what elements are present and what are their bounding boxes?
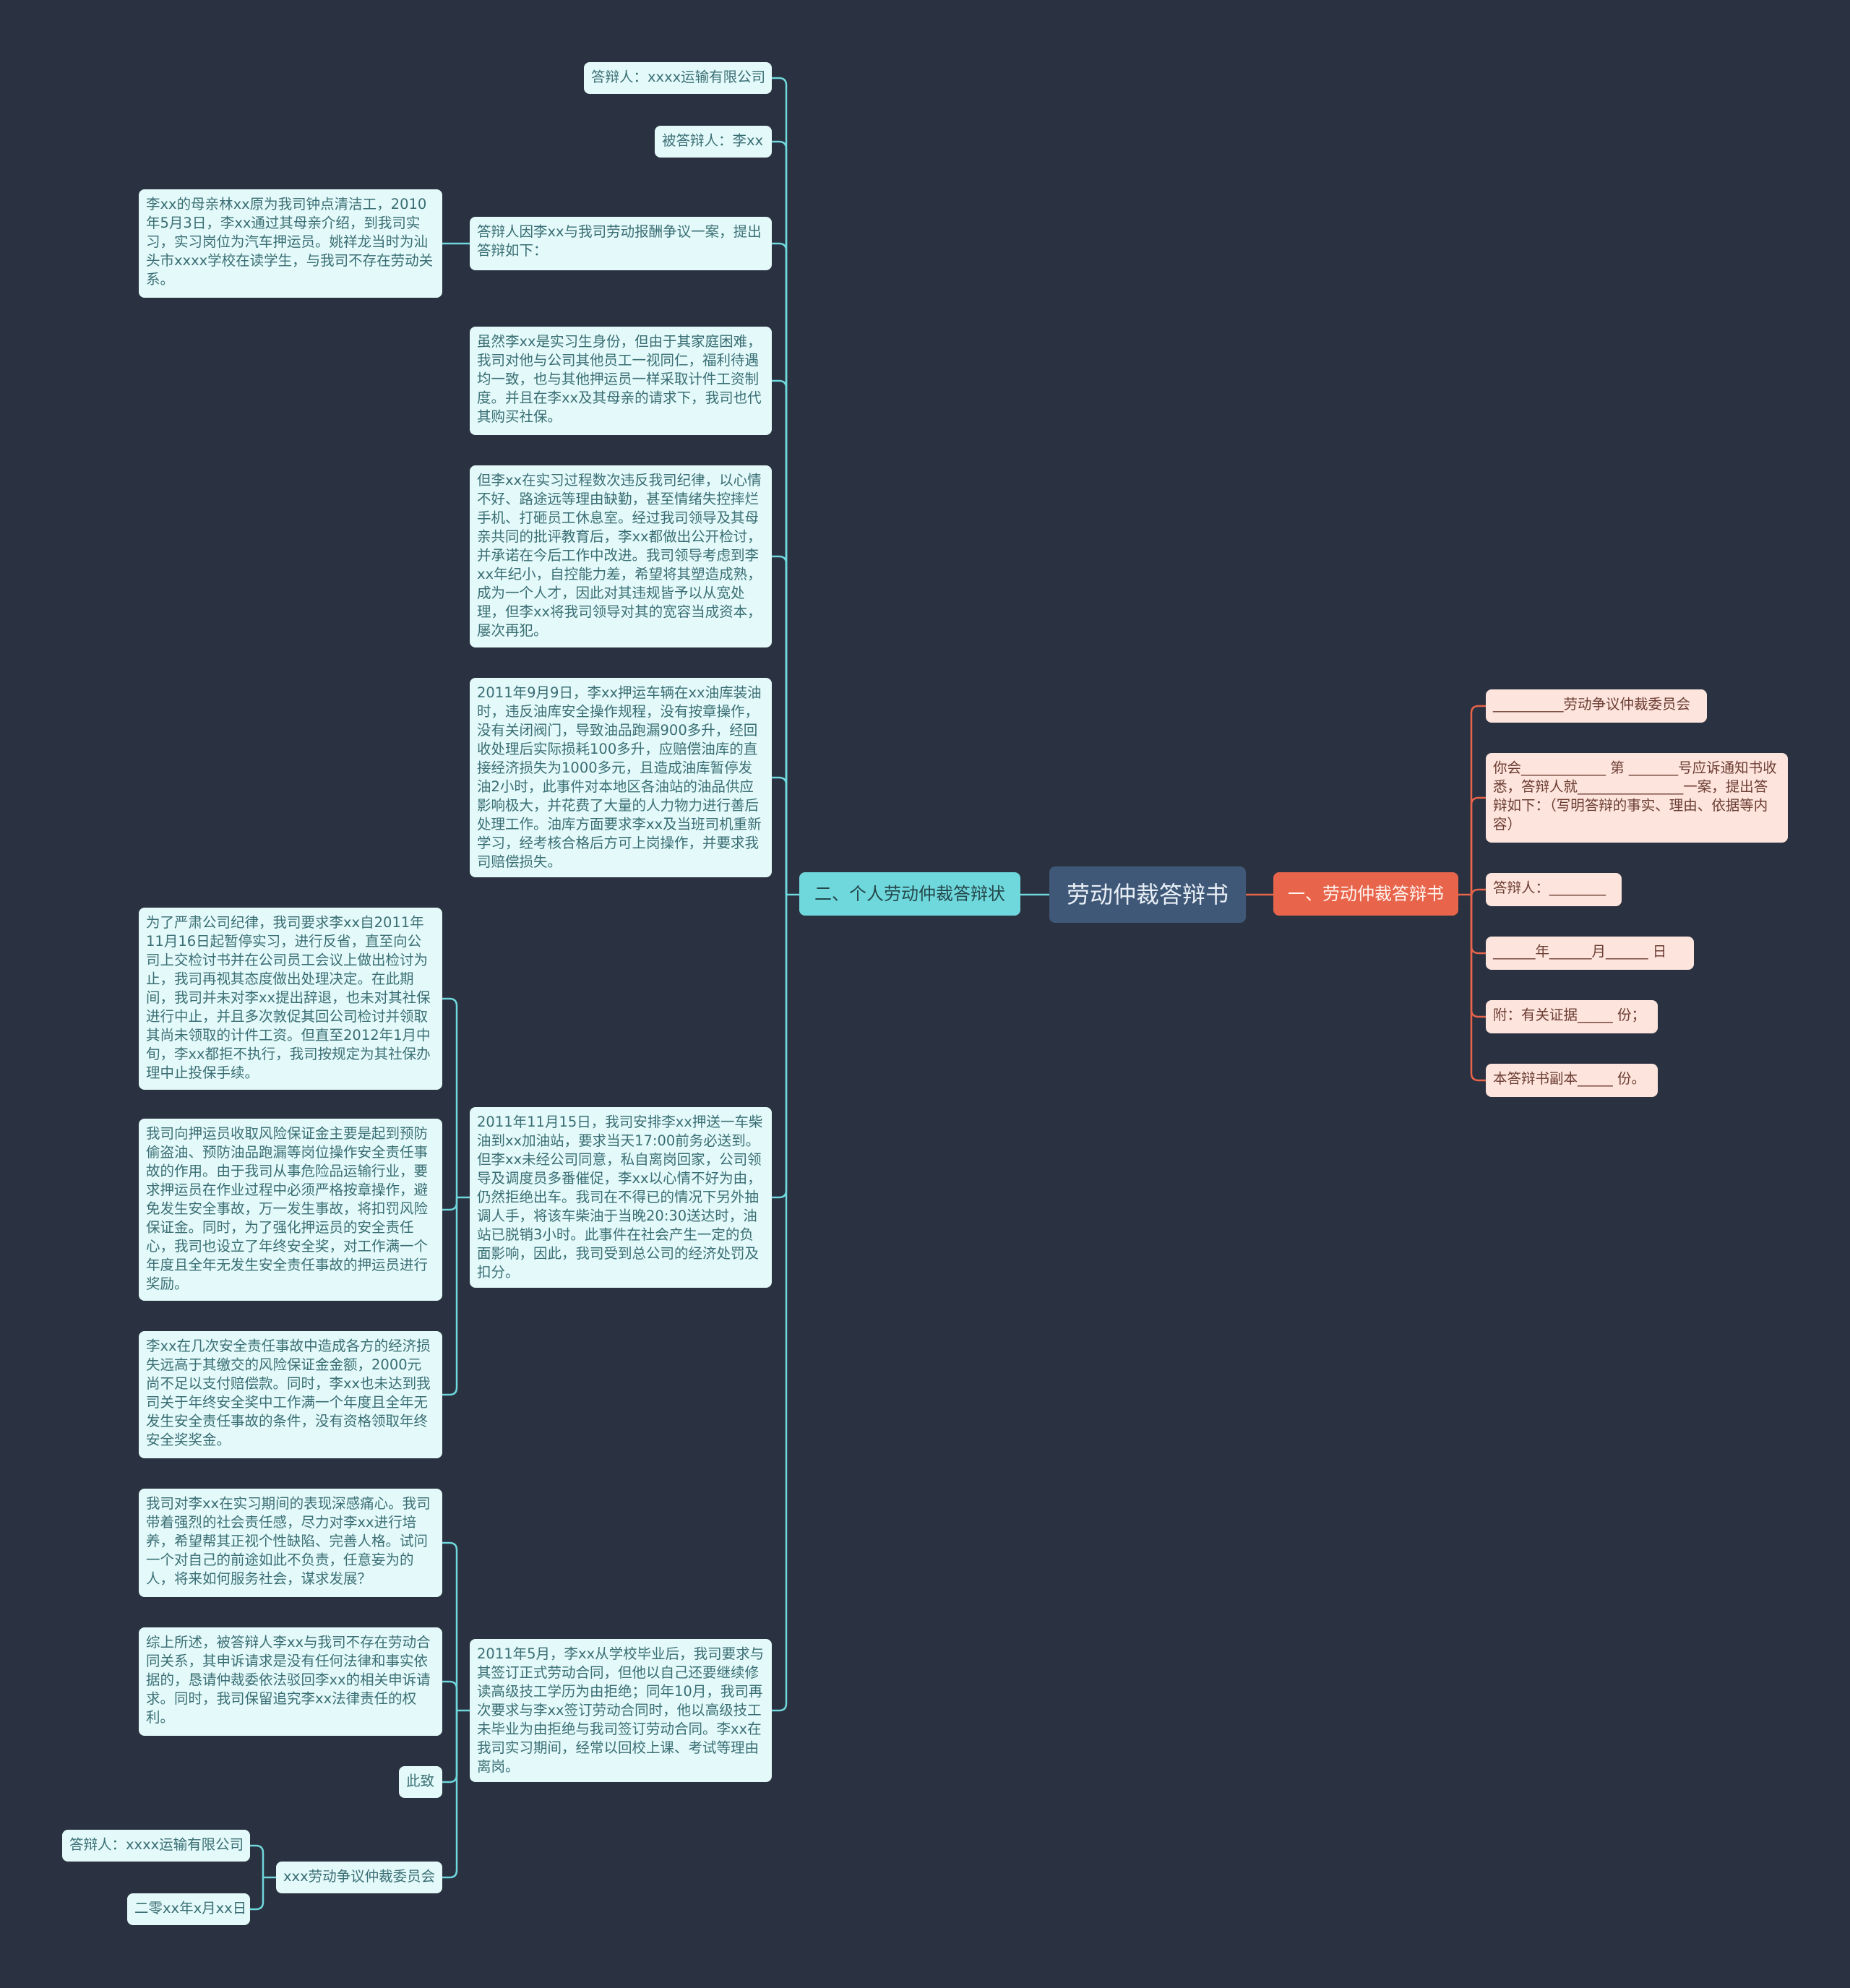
left-item-respondent[interactable]: 答辩人：xxxx运输有限公司	[584, 62, 772, 94]
left-item-discipline[interactable]: 但李xx在实习过程数次违反我司纪律，以心情不好、路途远等理由缺勤，甚至情绪失控摔…	[470, 465, 772, 647]
edge-right-link	[1470, 895, 1486, 1082]
branch-personal-defense[interactable]: 二、个人劳动仲裁答辩状	[799, 872, 1020, 916]
edge-left-link	[772, 140, 788, 895]
edge-left-link	[772, 555, 788, 895]
right-item-copies[interactable]: 本答辩书副本_____ 份。	[1486, 1064, 1658, 1097]
left-item-contract-refusal[interactable]: 2011年5月，李xx从学校毕业后，我司要求与其签订正式劳动合同，但他以自己还要…	[470, 1639, 772, 1782]
left-item-suspension[interactable]: 为了严肃公司纪律，我司要求李xx自2011年11月16日起暂停实习，进行反省，直…	[139, 908, 442, 1090]
edge-contract-link	[442, 1680, 458, 1711]
right-item-notice[interactable]: 你会____________ 第 _______号应诉通知书收悉，答辩人就___…	[1486, 753, 1788, 843]
edge-delivery-link	[442, 997, 458, 1197]
edge-right-link	[1470, 888, 1486, 898]
left-item-claimant[interactable]: 被答辩人：李xx	[655, 126, 772, 158]
edge-right-link	[1470, 895, 1486, 955]
left-item-conclusion[interactable]: 综上所述，被答辩人李xx与我司不存在劳动合同关系，其申诉请求是没有任何法律和事实…	[139, 1627, 442, 1736]
right-item-respondent[interactable]: 答辩人：________	[1486, 873, 1622, 906]
left-item-oil-leak[interactable]: 2011年9月9日，李xx押运车辆在xx油库装油时，违反油库安全操作规程，没有按…	[470, 678, 772, 877]
edge-left-link	[772, 895, 788, 1712]
left-item-risk-deposit[interactable]: 我司向押运员收取风险保证金主要是起到预防偷盗油、预防油品跑漏等岗位操作安全责任事…	[139, 1119, 442, 1301]
left-item-intern-status[interactable]: 虽然李xx是实习生身份，但由于其家庭困难，我司对他与公司其他员工一视同仁，福利待…	[470, 327, 772, 435]
root-topic[interactable]: 劳动仲裁答辩书	[1049, 866, 1246, 923]
left-item-arbitration-committee[interactable]: xxx劳动争议仲裁委员会	[276, 1862, 442, 1893]
left-item-sign-date[interactable]: 二零xx年x月xx日	[127, 1893, 250, 1925]
edge-left-link	[772, 242, 788, 895]
edge-left-link	[772, 895, 788, 1199]
left-item-delivery-refusal[interactable]: 2011年11月15日，我司安排李xx押送一车柴油到xx加油站，要求当天17:0…	[470, 1107, 772, 1288]
edge-contract-link	[442, 1711, 458, 1783]
edge-left-link	[772, 776, 788, 895]
branch-labor-arbitration-defense[interactable]: 一、劳动仲裁答辩书	[1273, 872, 1458, 916]
left-item-intro-detail[interactable]: 李xx的母亲林xx原为我司钟点清洁工，2010年5月3日，李xx通过其母亲介绍，…	[139, 189, 442, 298]
edge-delivery-link	[442, 1197, 458, 1211]
edge-left-link	[772, 379, 788, 895]
edge-left-link	[772, 77, 788, 895]
edge-contract-link	[442, 1541, 458, 1711]
right-item-date[interactable]: ______年______月______ 日	[1486, 937, 1694, 970]
edge-right-link	[1470, 705, 1486, 895]
right-item-committee[interactable]: __________劳动争议仲裁委员会	[1486, 689, 1707, 723]
edge-delivery-link	[442, 1197, 458, 1396]
left-item-salutation[interactable]: 此致	[399, 1766, 442, 1798]
edge-contract-link	[442, 1711, 458, 1879]
right-item-attachment[interactable]: 附：有关证据_____ 份；	[1486, 1000, 1658, 1033]
left-item-regret[interactable]: 我司对李xx在实习期间的表现深感痛心。我司带着强烈的社会责任感，尽力对李xx进行…	[139, 1489, 442, 1597]
left-item-signature[interactable]: 答辩人：xxxx运输有限公司	[62, 1830, 250, 1862]
left-item-intro[interactable]: 答辩人因李xx与我司劳动报酬争议一案，提出答辩如下：	[470, 217, 772, 270]
edge-committee-link	[250, 1844, 264, 1877]
edge-right-link	[1470, 796, 1486, 895]
left-item-safety-bonus[interactable]: 李xx在几次安全责任事故中造成各方的经济损失远高于其缴交的风险保证金金额，200…	[139, 1331, 442, 1458]
edge-right-link	[1470, 895, 1486, 1018]
edge-committee-link	[250, 1877, 264, 1911]
